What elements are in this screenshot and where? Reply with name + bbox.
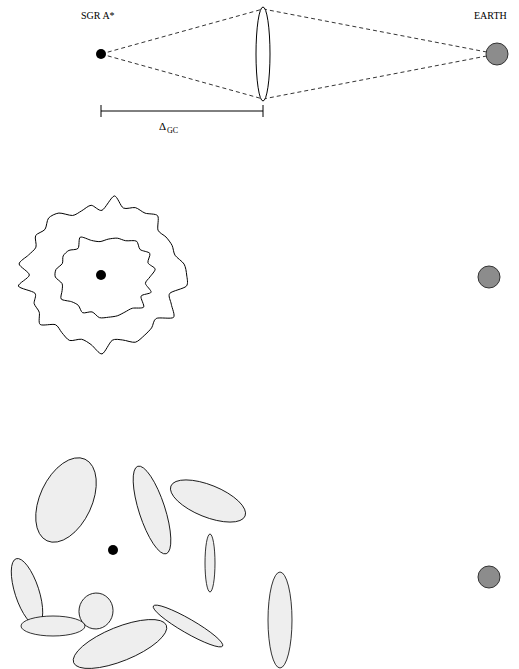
scattering-clump [21, 616, 85, 636]
lens-panel [101, 7, 497, 117]
inner-contour [55, 237, 155, 318]
scattering-clump [268, 572, 292, 668]
scattering-clump [165, 471, 251, 531]
source-dot [96, 49, 106, 59]
earth-symbol [478, 566, 500, 588]
clump-panel [5, 448, 292, 669]
light-ray [101, 9, 263, 54]
source-dot [108, 545, 118, 555]
scattering-clump [125, 462, 178, 558]
light-ray [263, 54, 497, 99]
light-ray [263, 9, 497, 54]
source-label: SGR A* [81, 11, 115, 21]
earth-symbol [486, 43, 508, 65]
outer-contour [18, 196, 187, 354]
lens [256, 7, 270, 101]
scale-bar [101, 105, 263, 117]
scattering-clump [205, 534, 215, 592]
scattering-clump [67, 610, 172, 669]
earth-symbol [478, 266, 500, 288]
turbulence-panel [18, 196, 187, 354]
scattering-clump [23, 448, 108, 552]
light-ray [101, 54, 263, 99]
distance-subscript: GC [167, 127, 178, 135]
observer-label: EARTH [474, 11, 507, 21]
source-dot [96, 270, 106, 280]
distance-symbol: Δ [159, 121, 166, 132]
